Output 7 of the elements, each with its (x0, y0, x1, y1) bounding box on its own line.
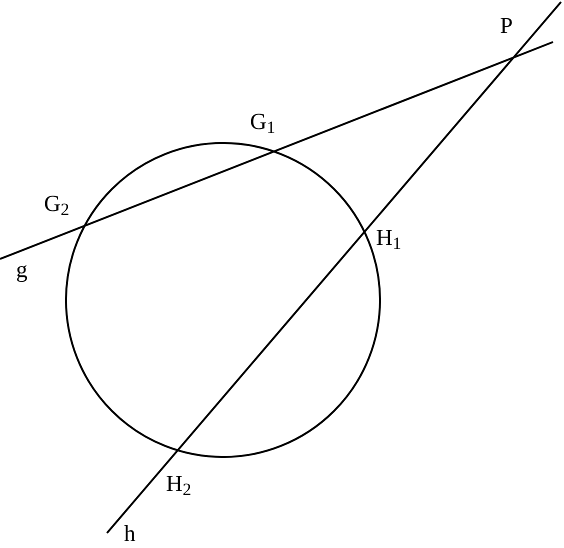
point-label: G$_{1}$ (250, 110, 276, 133)
point-label: g (16, 258, 28, 281)
point-label: P (500, 14, 513, 37)
point-label: h (124, 522, 136, 545)
point-label: G$_{2}$ (44, 192, 70, 215)
point-label: H$_{1}$ (376, 226, 402, 249)
point-label: H$_{2}$ (166, 472, 192, 495)
